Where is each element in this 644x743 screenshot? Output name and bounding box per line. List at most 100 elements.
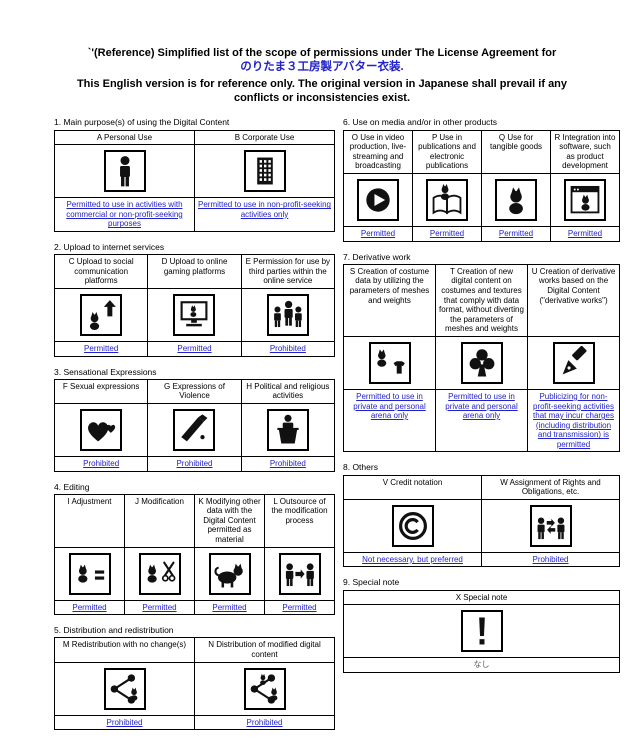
permission-header: L Outsource of the modification process [264,493,335,548]
permission-header: U Creation of derivative works based on … [527,263,620,337]
permission-header: F Sexual expressions [53,378,149,404]
status-cell: Permitted to use in non-profit-seeking a… [194,197,335,232]
permission-header: V Credit notation [343,474,482,500]
icon-box [426,178,468,221]
permission-status: Permitted [142,602,177,612]
icon-box [266,293,309,336]
icon-cell [343,498,482,553]
status-cell: Prohibited [240,455,336,472]
icon-cell [435,335,528,390]
permission-header: N Distribution of modified digital conte… [194,637,335,663]
section-heading: 2. Upload to internet services [54,241,165,252]
permission-header: P Use in publications and electronic pub… [412,129,482,174]
permission-header: A Personal Use [54,129,195,146]
icon-box [138,552,181,595]
icon-cell [194,661,335,716]
title-disclaimer: This English version is for reference on… [76,77,568,105]
permission-header: Q Use for tangible goods [481,129,551,174]
title-line-japanese: のりたま３工房製アバター衣装. [240,61,404,74]
permission-status: Permitted [72,602,107,612]
icon-box [208,552,251,595]
icon-box [80,408,123,451]
icon-cell [481,498,620,553]
icon-box [529,504,572,547]
icon-box [266,408,309,451]
permission-header: J Modification [124,493,195,548]
icon-cell [412,172,482,227]
icon-cell [264,546,335,601]
permission-header: W Assignment of Rights and Obligations, … [481,474,620,500]
icon-cell [54,661,195,716]
status-cell: Prohibited [53,455,149,472]
monitor-cat-icon [181,301,208,327]
icon-cell [194,546,265,601]
section-heading: 9. Special note [343,577,400,588]
pen-icon [562,345,586,375]
status-cell: Permitted to use in private and personal… [343,388,436,453]
permission-header: C Upload to social communication platfor… [53,254,149,289]
permission-header: G Expressions of Violence [147,378,242,404]
icon-cell [343,604,620,659]
icon-cell [527,335,620,390]
status-cell: Permitted [550,225,620,242]
person-icon [119,156,130,187]
exclamation-icon [478,617,485,645]
status-cell: Publicizing for non-profit-seeking activ… [527,388,620,453]
title-line-1: `'(Reference) Simplified list of the sco… [87,47,557,59]
content-columns: 1. Main purpose(s) of using the Digital … [0,105,644,740]
status-cell: なし [343,657,620,673]
software-cat-icon [570,185,600,214]
icon-cell [481,172,551,227]
status-cell: Prohibited [240,340,336,357]
status-cell: Permitted [147,340,242,357]
icon-cell [343,335,436,390]
icon-cell [240,402,336,457]
cat-scissors-icon [147,561,175,583]
icon-box [357,178,399,221]
permission-status: Prohibited [269,343,306,353]
icon-box [552,341,595,384]
book-cat-icon [432,184,462,215]
permission-status: なし [473,660,490,670]
icon-box [243,667,286,710]
icon-box [495,178,537,221]
permission-status: Permitted [429,228,465,238]
permission-status: Permitted [567,228,603,238]
icon-box [68,552,111,595]
icon-box [460,341,503,384]
video-play-icon [366,188,390,212]
icon-box [103,150,146,193]
icon-box [80,293,123,336]
permission-header: M Redistribution with no change(s) [54,637,195,663]
icon-box [564,178,606,221]
status-cell: Not necessary, but preferred [343,551,482,568]
permission-header: T Creation of new digital content on cos… [435,263,528,337]
permission-header: I Adjustment [54,493,125,548]
icon-cell [147,287,242,342]
right-column: 6. Use on media and/or in other products… [343,117,620,682]
section-heading: 8. Others [343,462,378,473]
share-cats-icon [250,673,277,704]
permission-status: Permitted [177,343,212,353]
permission-status: Publicizing for non-profit-seeking activ… [533,391,614,449]
status-cell: Permitted [194,599,265,616]
status-cell: Permitted [53,340,149,357]
permission-header: D Upload to online gaming platforms [147,254,242,289]
status-cell: Permitted [412,225,482,242]
icon-cell [194,144,335,199]
permission-status: Permitted to use in private and personal… [353,391,426,421]
status-cell: Permitted [481,225,551,242]
icon-cell [343,172,413,227]
section-heading: 7. Derivative work [343,251,411,262]
icon-cell [550,172,620,227]
permission-status: Prohibited [106,717,143,727]
